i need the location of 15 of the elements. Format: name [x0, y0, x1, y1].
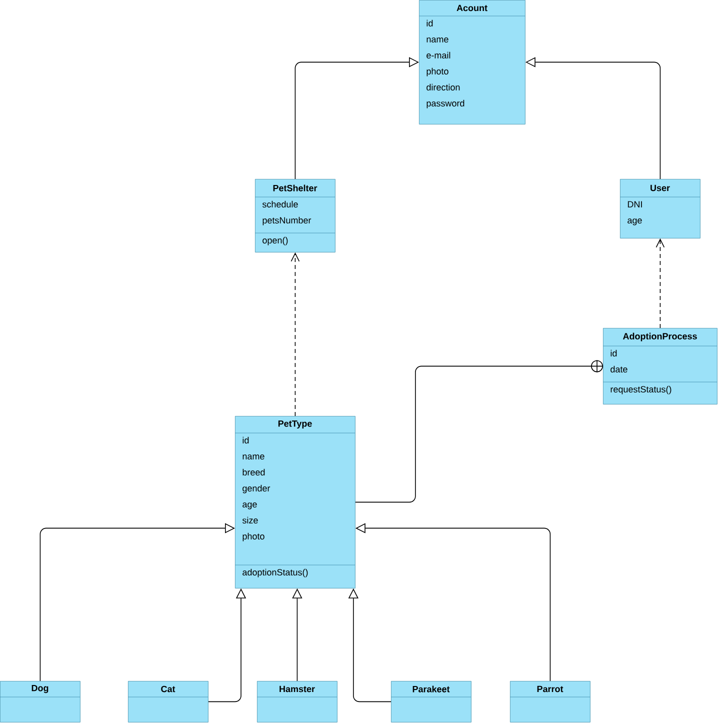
- class-box: Parakeet: [390, 681, 472, 722]
- class-box: Acount id name e-mail photo direction password: [418, 0, 526, 124]
- inheritance-arrow: [40, 523, 235, 682]
- dependency-arrow: [290, 252, 300, 416]
- class-box: User DNI age: [620, 179, 700, 238]
- class-box: Parrot: [510, 681, 590, 722]
- class-box: Dog: [0, 681, 80, 722]
- dependency-arrow: [656, 238, 665, 328]
- class-box: Hamster: [256, 681, 338, 722]
- class-box: PetShelter schedule petsNumber open(): [254, 179, 336, 252]
- inheritance-arrow: [294, 57, 419, 180]
- class-box: PetType id name breed gender age size photo adoptionStatus(): [234, 416, 356, 588]
- association-line: [355, 360, 604, 503]
- class-box: AdoptionProcess id date requestStatus(): [602, 328, 718, 404]
- class-box: Cat: [128, 681, 208, 722]
